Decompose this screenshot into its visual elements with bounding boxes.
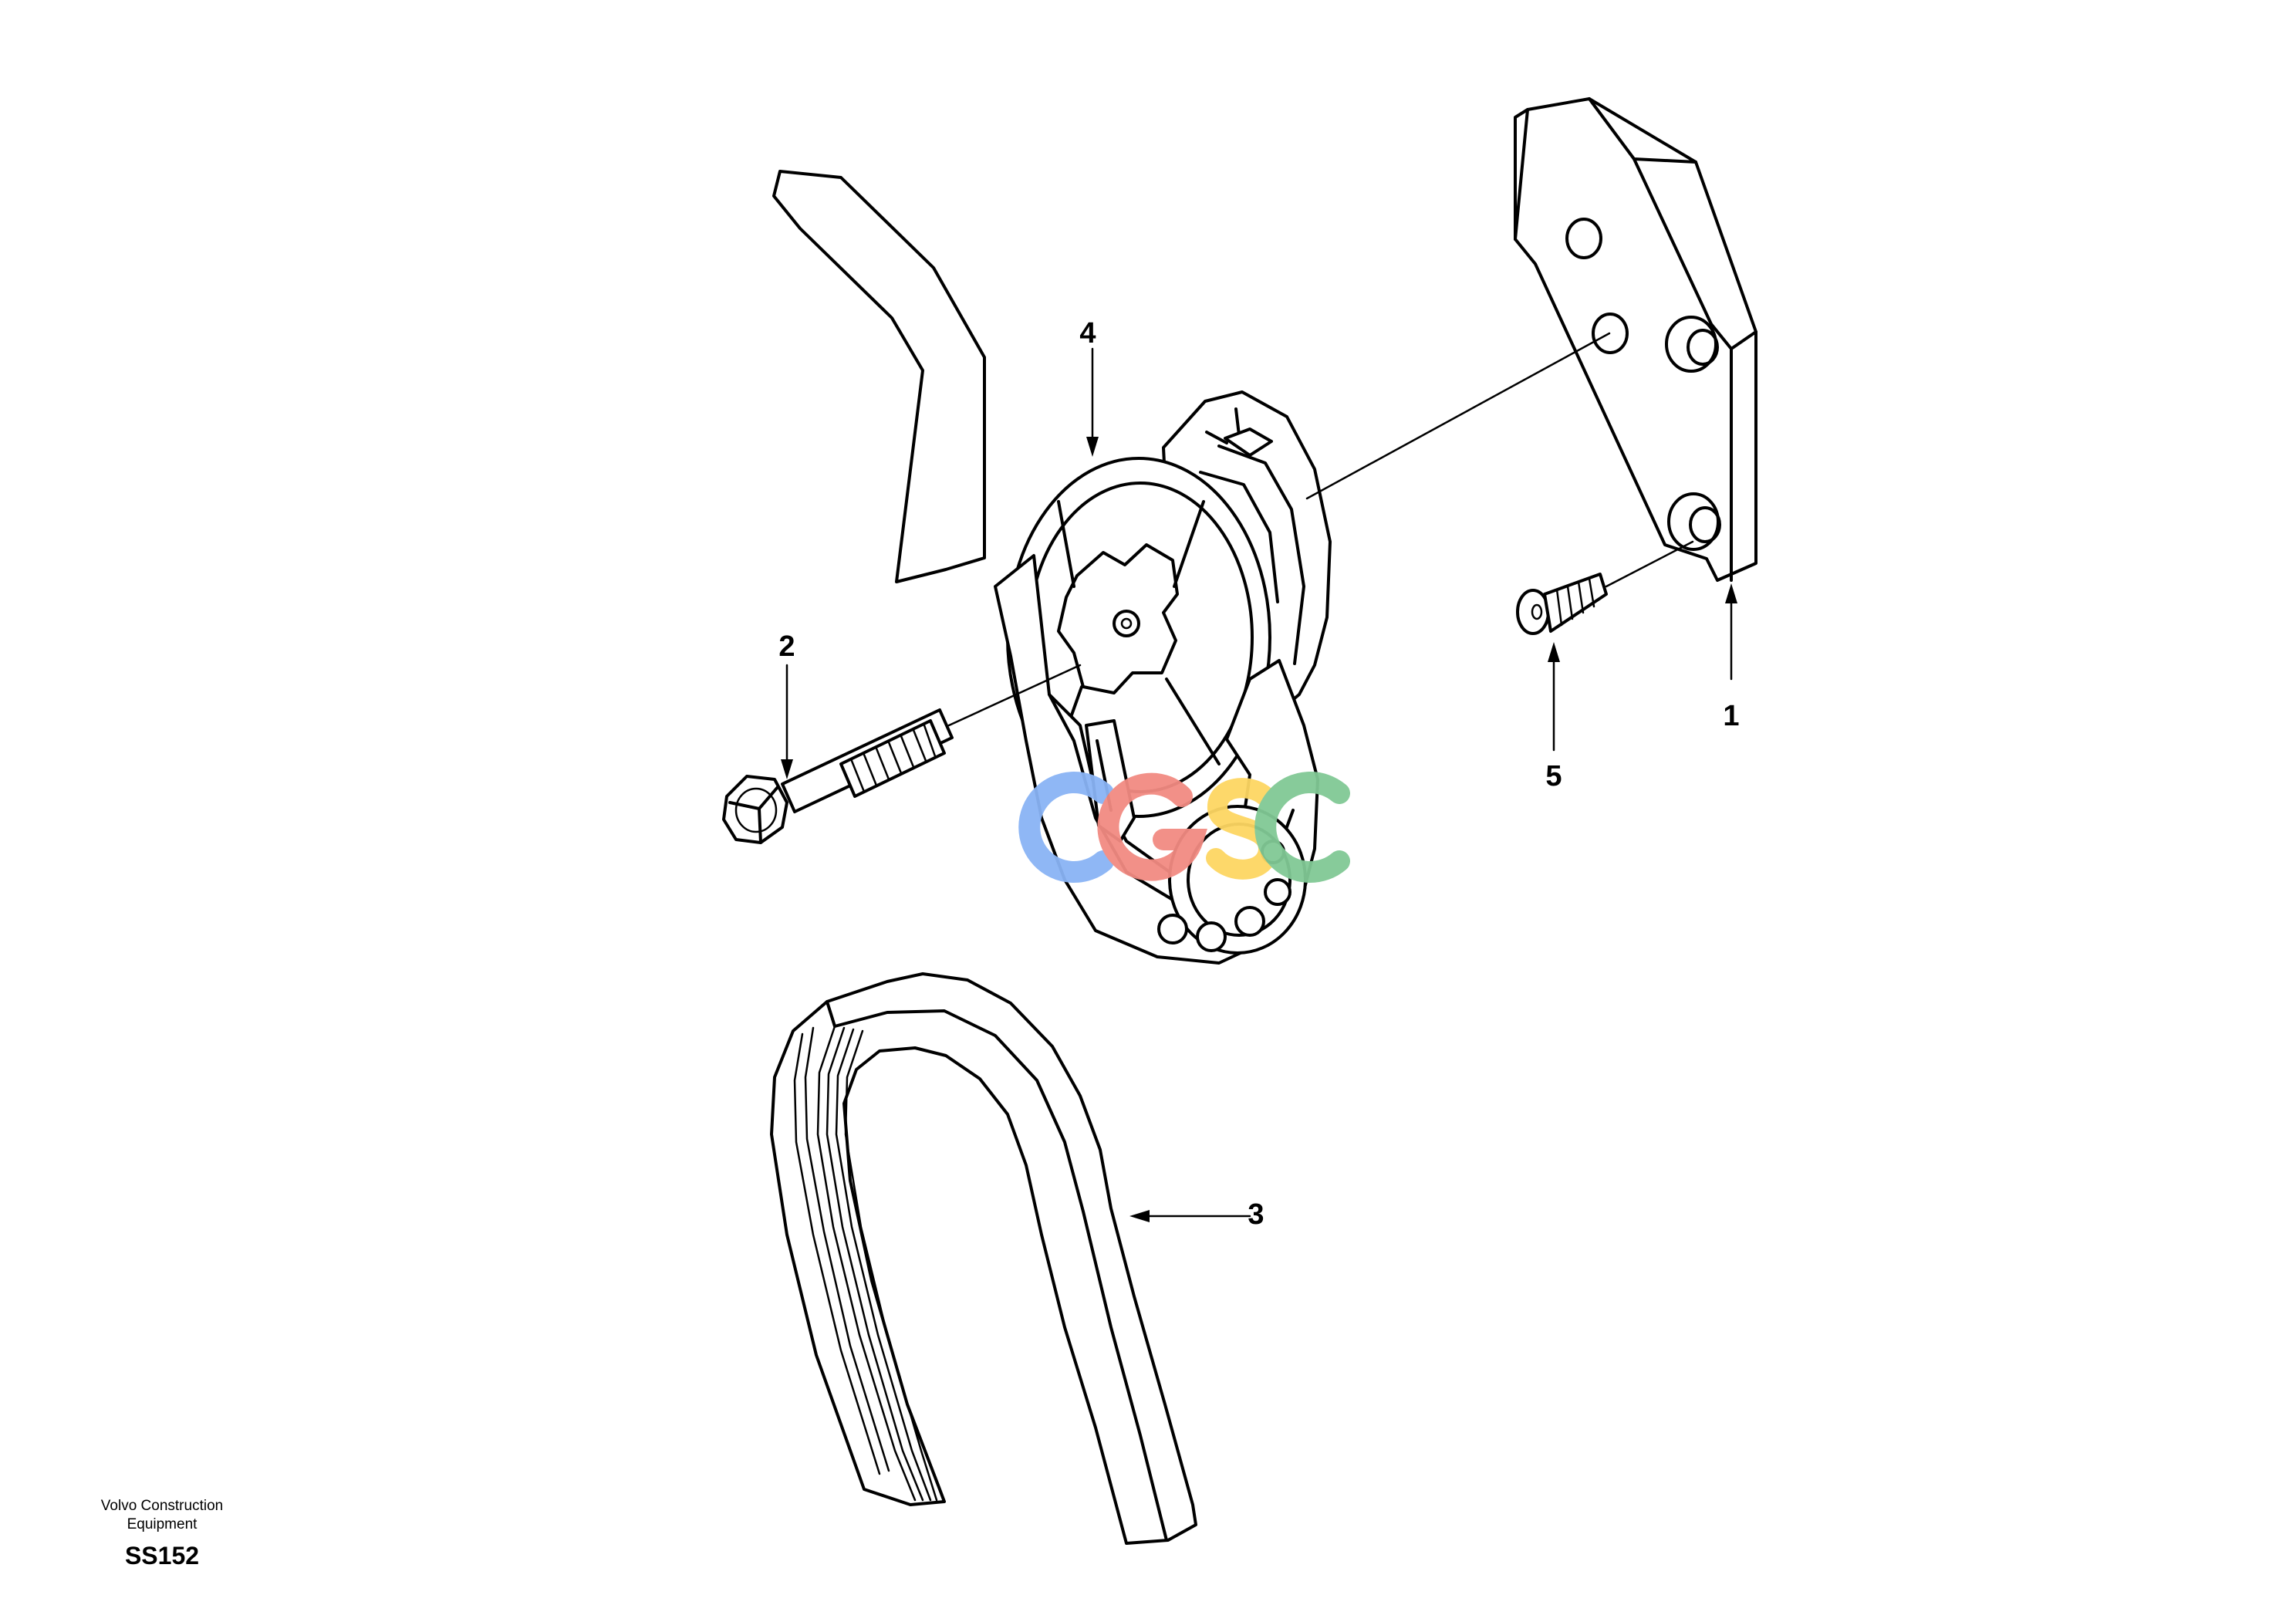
footer-manufacturer-line2: Equipment — [127, 1516, 198, 1532]
callout-label-3: 3 — [1248, 1198, 1264, 1231]
footer-drawing-code: SS152 — [124, 1542, 200, 1570]
assembly-axis-lines — [947, 332, 1694, 727]
part-2-hex-bolt — [722, 708, 954, 844]
callout-label-5: 5 — [1545, 760, 1562, 792]
callout-label-4: 4 — [1079, 317, 1096, 350]
callout-label-2: 2 — [778, 630, 795, 663]
part-5-screw — [1516, 573, 1608, 635]
cgsc-watermark-logo — [1018, 772, 1350, 883]
part-3-drive-belt — [770, 972, 1197, 1545]
callout-label-1: 1 — [1723, 700, 1740, 732]
callout-leaders — [781, 347, 1737, 1222]
footer-manufacturer-line1: Volvo Construction — [100, 1498, 224, 1514]
